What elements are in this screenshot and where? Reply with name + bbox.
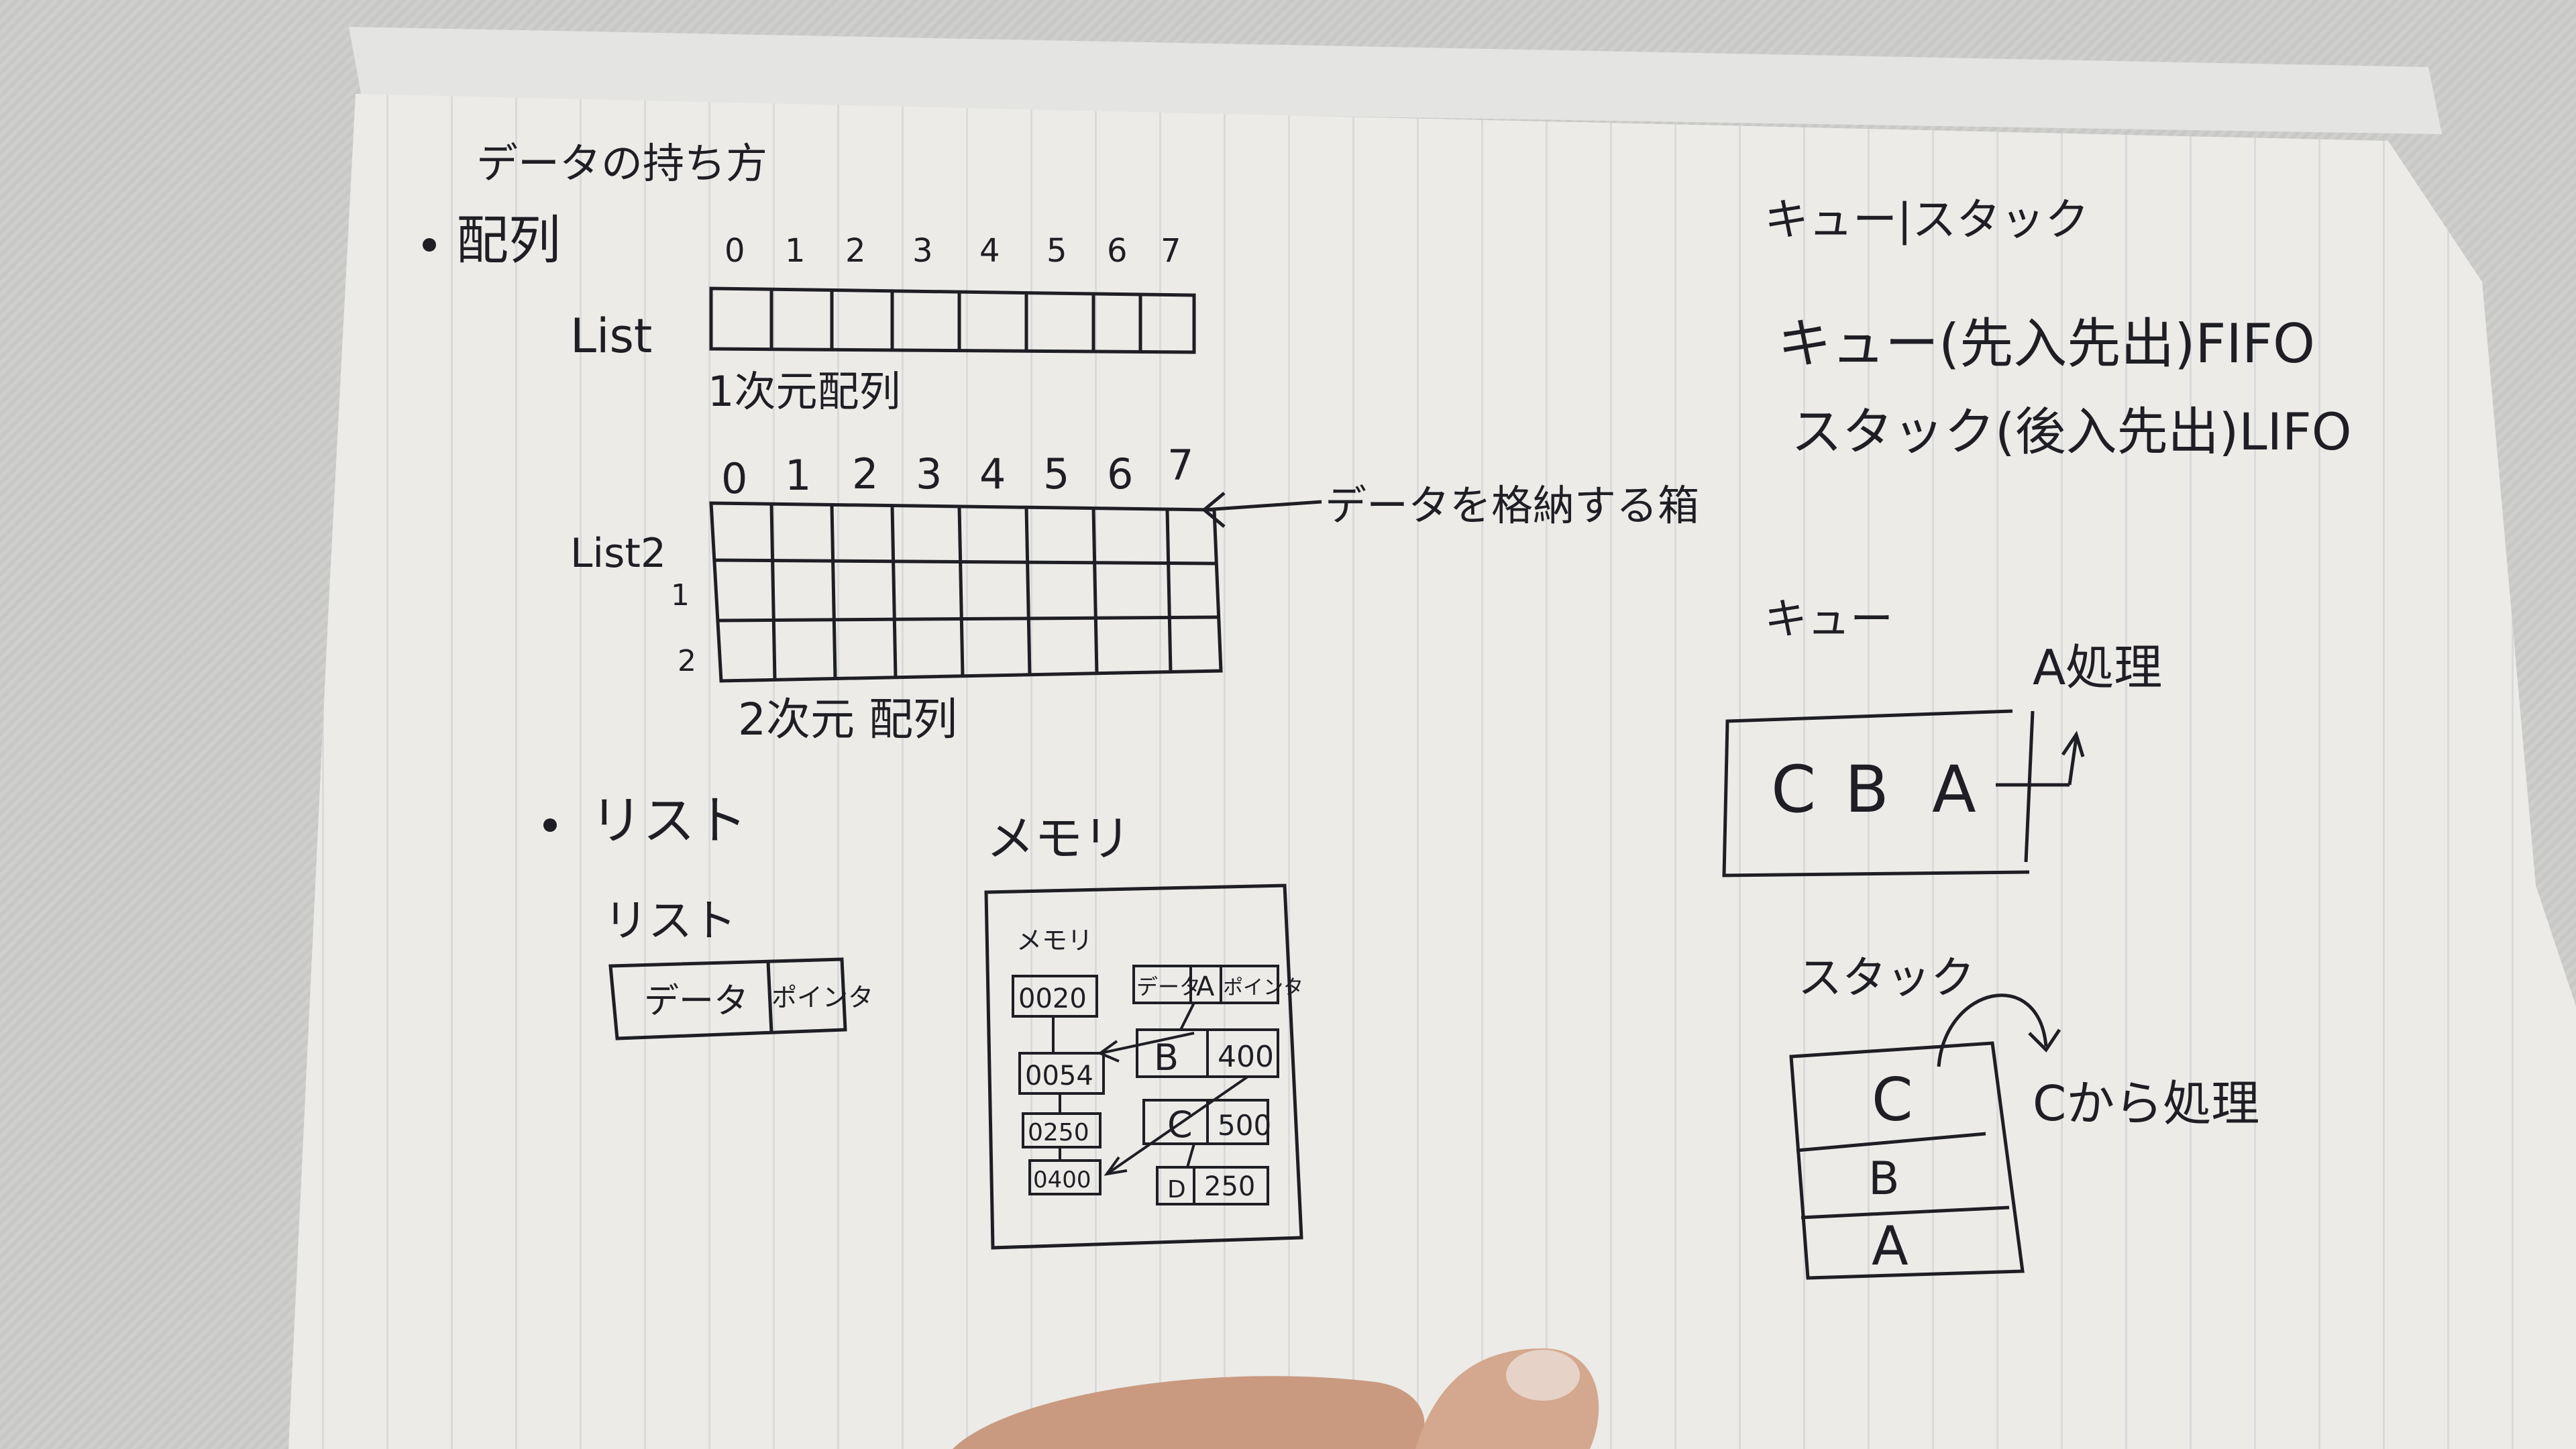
two-d-array-grid — [709, 501, 1223, 683]
memory-heading: メモリ — [986, 810, 1131, 867]
index-label: 2 — [852, 449, 878, 498]
index-label: 4 — [979, 232, 1000, 270]
memory-pointer-arrows — [1052, 1002, 1249, 1176]
arrow-to-box — [1201, 492, 1322, 528]
memory-cell-pointer: 250 — [1204, 1171, 1255, 1202]
index-label: 0 — [721, 454, 747, 503]
list-heading: リスト — [590, 791, 747, 851]
list-sub-label: リスト — [604, 895, 737, 947]
index-label: 5 — [1046, 232, 1067, 270]
stack-definition: スタック(後入先出)LIFO — [1791, 402, 2352, 462]
list-node — [608, 957, 847, 1040]
queue-label: キュー — [1764, 595, 1893, 645]
address-label: 0250 — [1028, 1119, 1089, 1146]
index-label: 1 — [785, 451, 811, 500]
index-label: 1 — [785, 232, 806, 270]
index-label: 7 — [1167, 441, 1193, 490]
hand-fingers — [953, 1348, 1599, 1449]
one-d-array-box — [709, 286, 1196, 354]
memory-inner-label: メモリ — [1016, 926, 1093, 955]
stack-label: スタック — [1798, 952, 1975, 1004]
row-label: 2 — [678, 644, 696, 678]
index-label: 0 — [724, 232, 745, 270]
memory-cell-data: D — [1167, 1176, 1186, 1203]
stack-item: A — [1872, 1215, 1909, 1277]
index-label: 5 — [1043, 449, 1069, 498]
stack-item: B — [1868, 1152, 1900, 1205]
list-node-data: データ — [644, 981, 749, 1022]
stack-note: Cから処理 — [2033, 1075, 2259, 1132]
queue-note: A処理 — [2033, 639, 2162, 696]
address-label: 0400 — [1033, 1167, 1091, 1193]
bullet-dot — [543, 818, 557, 832]
row-label: 1 — [671, 578, 690, 612]
one-d-index-row: 0 1 2 3 4 5 6 7 — [724, 232, 1181, 270]
queue-box — [1722, 709, 2085, 877]
index-label: 3 — [912, 232, 933, 270]
two-d-index-row: 0 1 2 3 4 5 6 7 — [721, 441, 1193, 503]
index-label: 4 — [979, 449, 1006, 498]
list-section: リスト リスト データ ポインタ — [543, 791, 873, 1040]
list2-label: List2 — [570, 530, 666, 577]
array-section: 配列 0 1 2 3 4 5 6 7 List 1次元配列 0 1 2 3 — [423, 211, 1699, 745]
index-label: 7 — [1161, 232, 1181, 270]
memory-cell-data: B — [1154, 1036, 1179, 1079]
address-label: 0020 — [1018, 983, 1087, 1014]
stack-item: C — [1872, 1065, 1913, 1134]
queue-item: C — [1771, 752, 1816, 827]
memory-header-cell: A — [1196, 971, 1215, 1002]
queue-item: A — [1932, 752, 1976, 827]
memory-header-cell: データ — [1136, 974, 1201, 1000]
memory-cell-pointer: 400 — [1218, 1040, 1274, 1074]
two-d-caption: 2次元 配列 — [738, 694, 957, 745]
index-label: 6 — [1107, 449, 1133, 498]
page-title: データの持ち方 — [476, 139, 767, 188]
memory-diagram: メモリ メモリ 0020 0054 0250 0400 データ A ポインタ — [984, 810, 1303, 1250]
queue-stack-title: キュー|スタック — [1764, 194, 2089, 246]
queue-item: B — [1845, 752, 1889, 827]
list-label: List — [570, 309, 652, 364]
index-label: 3 — [916, 449, 942, 498]
stack-box — [1789, 994, 2061, 1280]
bullet-dot — [423, 238, 436, 252]
index-label: 6 — [1107, 232, 1128, 270]
index-label: 2 — [845, 232, 866, 270]
memory-header-cell: ポインタ — [1223, 976, 1303, 1000]
queue-definition: キュー(先入先出)FIFO — [1778, 313, 2315, 375]
list-node-pointer: ポインタ — [771, 983, 873, 1012]
one-d-caption: 1次元配列 — [708, 367, 900, 416]
array-heading: 配列 — [456, 211, 561, 271]
address-label: 0054 — [1025, 1061, 1093, 1091]
box-note: データを格納する箱 — [1325, 481, 1699, 530]
notebook-page — [288, 27, 2576, 1449]
queue-stack-section: キュー|スタック キュー(先入先出)FIFO スタック(後入先出)LIFO キュ… — [1722, 194, 2352, 1280]
memory-cell-pointer: 500 — [1218, 1109, 1271, 1142]
